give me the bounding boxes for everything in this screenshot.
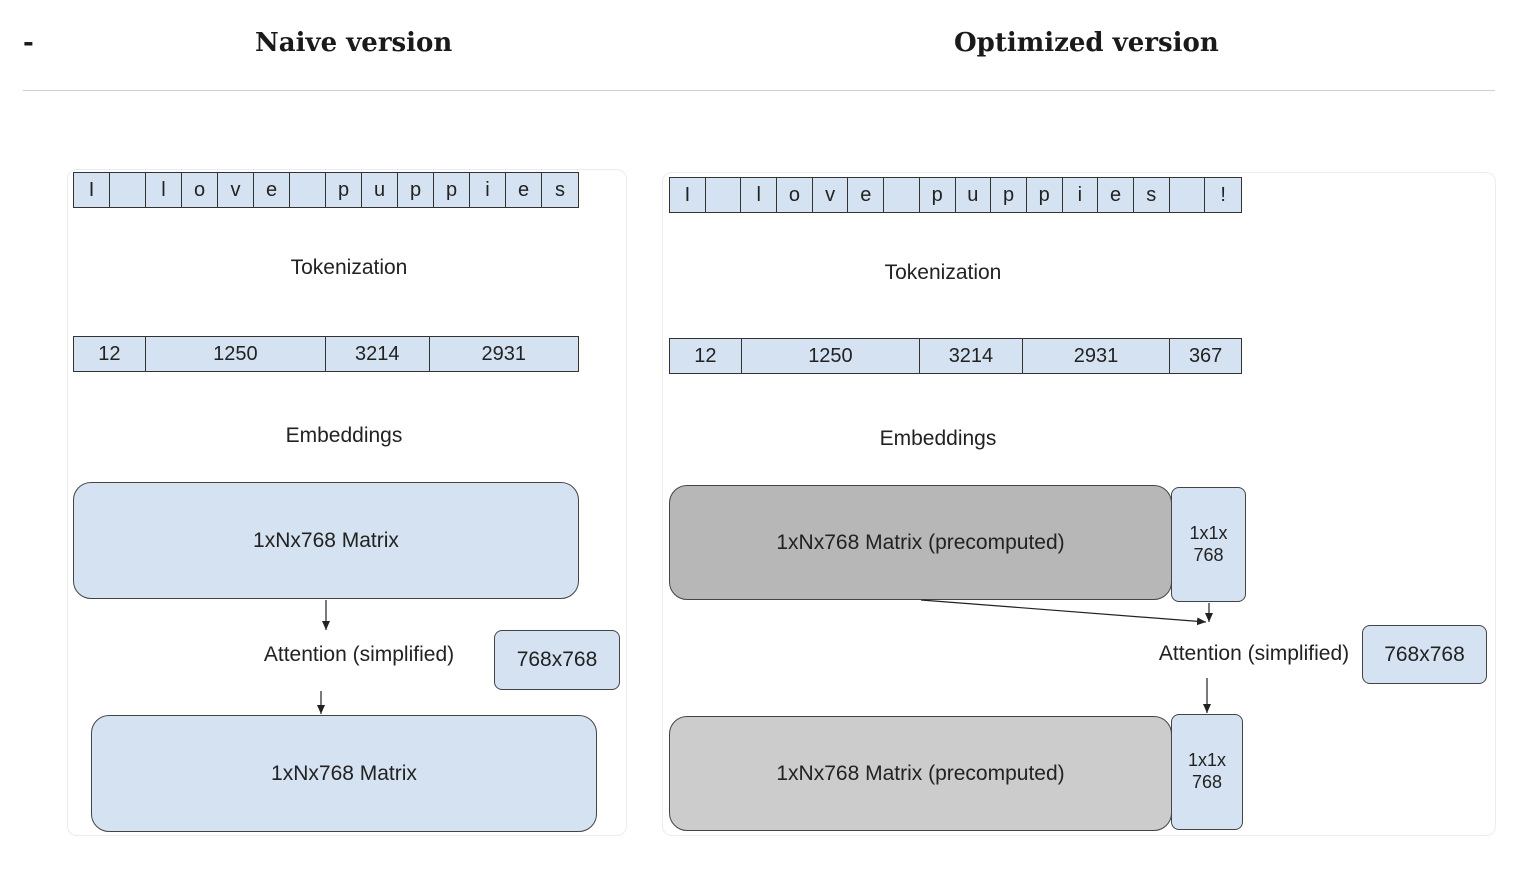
char-cell: l — [146, 173, 182, 207]
optimized-new-token-vector-out: 1x1x 768 — [1171, 714, 1243, 830]
char-cell: p — [326, 173, 362, 207]
char-cell — [290, 173, 326, 207]
optimized-precomputed-output-matrix: 1xNx768 Matrix (precomputed) — [669, 716, 1172, 831]
token-cell: 1250 — [742, 339, 921, 373]
char-cell: s — [555, 178, 565, 201]
char-cell — [1170, 178, 1206, 212]
header-divider — [23, 90, 1495, 91]
char-cell: v — [218, 173, 254, 207]
naive-attention-label: Attention (simplified) — [263, 643, 455, 666]
char-cell: I — [670, 178, 706, 212]
char-cell: e — [506, 173, 542, 207]
token-cell: 1250 — [146, 337, 326, 371]
char-cell: u — [956, 178, 992, 212]
char-cell: p — [398, 173, 434, 207]
char-cell — [884, 178, 920, 212]
token-cell: 3214 — [326, 337, 430, 371]
token-cell: 2931 — [1023, 339, 1171, 373]
char-cell: e — [254, 173, 290, 207]
optimized-precomputed-input-matrix: 1xNx768 Matrix (precomputed) — [669, 485, 1172, 600]
char-cell: o — [182, 173, 218, 207]
char-cell: p — [434, 173, 470, 207]
token-cell: 2931 — [481, 342, 527, 365]
naive-input-matrix: 1xNx768 Matrix — [73, 482, 579, 599]
char-cell: ! — [1220, 183, 1226, 206]
char-cell: o — [777, 178, 813, 212]
token-cell: 367 — [1188, 344, 1223, 367]
char-cell: e — [848, 178, 885, 212]
token-cell: 12 — [670, 339, 742, 373]
optimized-attention-label: Attention (simplified) — [1158, 642, 1350, 665]
char-cell: i — [470, 173, 506, 207]
char-cell: e — [1098, 178, 1134, 212]
char-cell: i — [1063, 178, 1099, 212]
naive-tokenization-label: Tokenization — [290, 256, 408, 279]
char-cell: p — [991, 178, 1027, 212]
char-cell: s — [1134, 178, 1170, 212]
optimized-tokenization-label: Tokenization — [884, 261, 1002, 284]
header-dash: - — [23, 28, 34, 58]
char-cell: u — [362, 173, 398, 207]
char-cell: p — [1027, 178, 1063, 212]
optimized-version-title: Optimized version — [954, 28, 1219, 58]
naive-version-title: Naive version — [255, 28, 453, 58]
char-cell: p — [920, 178, 956, 212]
char-cell — [706, 178, 742, 212]
naive-weight-matrix: 768x768 — [494, 630, 620, 690]
char-cell: l — [741, 178, 778, 212]
naive-embeddings-label: Embeddings — [285, 424, 403, 447]
optimized-new-token-vector-in: 1x1x 768 — [1171, 487, 1246, 602]
token-cell: 12 — [74, 337, 146, 371]
naive-output-matrix: 1xNx768 Matrix — [91, 715, 597, 832]
token-cell: 3214 — [920, 339, 1023, 373]
char-cell: v — [813, 178, 849, 212]
optimized-embeddings-label: Embeddings — [879, 427, 997, 450]
char-cell: I — [74, 173, 110, 207]
char-cell — [110, 173, 146, 207]
optimized-weight-matrix: 768x768 — [1362, 625, 1487, 684]
